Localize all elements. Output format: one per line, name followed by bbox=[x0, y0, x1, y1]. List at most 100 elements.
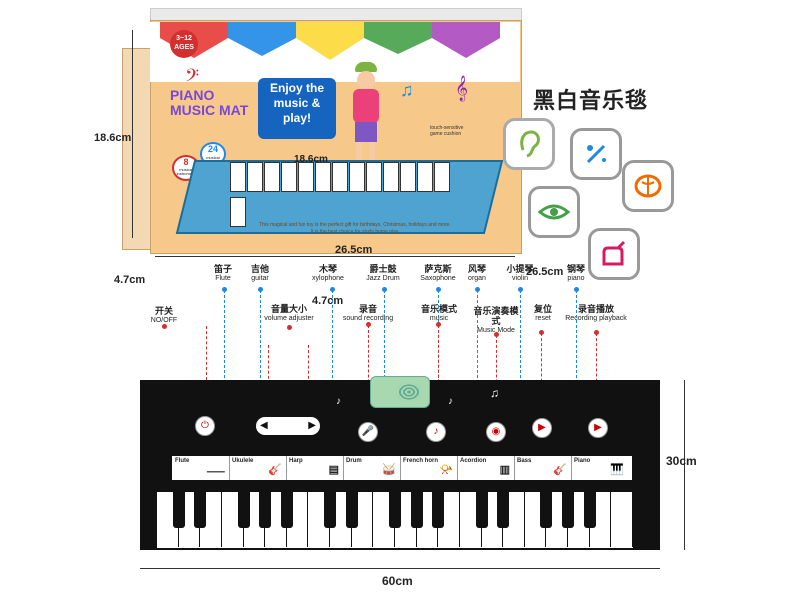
dim-mat-height: 30cm bbox=[666, 454, 697, 468]
box-bottom-text: This magical and fun toy is the perfect … bbox=[235, 222, 475, 236]
piano-icon: 🎹 bbox=[610, 464, 624, 476]
ukulele-icon: 🎸 bbox=[268, 464, 282, 476]
black-key[interactable] bbox=[237, 492, 250, 528]
feature-hand bbox=[588, 228, 640, 280]
keyboard bbox=[157, 492, 633, 548]
instr-count: 8 bbox=[183, 157, 189, 167]
flute-icon: ⸺ bbox=[206, 466, 225, 478]
music-clef-icon-2: 𝄞 bbox=[455, 75, 469, 100]
instrument-bar: Flute⸺ Ukulele🎸 Harp▤ Drum🥁 French horn📯… bbox=[172, 456, 632, 480]
hand-icon bbox=[602, 240, 626, 266]
music-note-icon: ♫ bbox=[490, 386, 499, 400]
tool-french-horn[interactable]: French horn📯 bbox=[400, 456, 458, 480]
dim-line-box-width bbox=[155, 256, 515, 257]
box-title: PIANO MUSIC MAT bbox=[170, 88, 248, 118]
black-key[interactable] bbox=[540, 492, 553, 528]
dim-box-depth: 4.7cm bbox=[114, 274, 146, 286]
ear-icon bbox=[520, 130, 540, 158]
tool-harp[interactable]: Harp▤ bbox=[286, 456, 344, 480]
keys-count: 24 bbox=[207, 144, 218, 154]
black-key[interactable] bbox=[432, 492, 445, 528]
black-key[interactable] bbox=[280, 492, 293, 528]
horn-icon: 📯 bbox=[439, 464, 453, 476]
age-text: 3~12 AGES bbox=[174, 35, 194, 51]
box-side-panel bbox=[122, 48, 154, 250]
black-key[interactable] bbox=[497, 492, 510, 528]
tool-bass[interactable]: Bass🎸 bbox=[514, 456, 572, 480]
music-mode-button[interactable]: ♪ bbox=[426, 422, 446, 442]
black-key[interactable] bbox=[562, 492, 575, 528]
magic-wand-icon bbox=[586, 144, 606, 164]
age-badge: 3~12 AGES bbox=[170, 30, 198, 58]
volume-down-icon[interactable]: ◀ bbox=[260, 420, 268, 431]
dim-mat-width: 60cm bbox=[382, 574, 413, 588]
black-key[interactable] bbox=[172, 492, 185, 528]
box-bottom-line2: It is the best choice for study home pla… bbox=[310, 229, 400, 235]
dim-line-mat-width bbox=[140, 568, 660, 569]
dim-line-mat-height bbox=[684, 380, 685, 550]
box-title-line2: MUSIC MAT bbox=[170, 102, 249, 118]
music-note-icon: ♪ bbox=[448, 396, 453, 407]
dim-line-box-height bbox=[132, 30, 133, 238]
dim-right-depth: 4.7cm bbox=[312, 295, 344, 307]
tool-piano[interactable]: Piano🎹 bbox=[574, 458, 624, 476]
reset-button[interactable]: ▶ bbox=[532, 418, 552, 438]
speaker-module bbox=[370, 376, 430, 408]
play-mode-button[interactable]: ◉ bbox=[486, 422, 506, 442]
black-key[interactable] bbox=[583, 492, 596, 528]
box-bottom-line1: This magical and fun toy is the perfect … bbox=[259, 222, 451, 228]
instr-text: musical instrument bbox=[176, 167, 196, 176]
dim-right-width: 26.5cm bbox=[526, 266, 564, 278]
child-image bbox=[345, 62, 385, 162]
black-key[interactable] bbox=[389, 492, 401, 528]
feature-brain bbox=[622, 160, 674, 212]
music-clef-icon: 𝄢 bbox=[185, 65, 200, 90]
music-note-icon: ♪ bbox=[336, 396, 341, 407]
drum-icon: 🥁 bbox=[382, 464, 396, 476]
volume-slider[interactable]: ◀ ▶ bbox=[256, 417, 320, 435]
feature-eye bbox=[528, 186, 580, 238]
tool-drum[interactable]: Drum🥁 bbox=[343, 456, 401, 480]
box-paint-splash bbox=[150, 22, 520, 82]
dim-mat-on-box: 18.6cm bbox=[294, 154, 328, 165]
playback-button[interactable]: ▶ bbox=[588, 418, 608, 438]
black-key[interactable] bbox=[475, 492, 488, 528]
black-key[interactable] bbox=[324, 492, 337, 528]
black-key[interactable] bbox=[410, 492, 423, 528]
eye-icon bbox=[537, 204, 571, 220]
box-title-line1: PIANO bbox=[170, 87, 215, 103]
power-button[interactable]: ⏻ bbox=[195, 416, 215, 436]
tool-flute[interactable]: Flute⸺ bbox=[172, 456, 230, 480]
music-note-icon: ♫ bbox=[400, 80, 414, 100]
accordion-icon: ▥ bbox=[499, 464, 510, 476]
dim-box-height: 18.6cm bbox=[94, 132, 132, 144]
black-key[interactable] bbox=[194, 492, 207, 528]
brain-icon bbox=[634, 174, 662, 198]
record-button[interactable]: 🎤 bbox=[358, 422, 378, 442]
page-title: 黑白音乐毯 bbox=[533, 88, 649, 113]
white-key[interactable] bbox=[611, 492, 633, 547]
volume-up-icon[interactable]: ▶ bbox=[308, 420, 316, 431]
harp-icon: ▤ bbox=[328, 464, 339, 476]
black-key[interactable] bbox=[345, 492, 358, 528]
bass-icon: 🎸 bbox=[553, 464, 567, 476]
black-key[interactable] bbox=[259, 492, 272, 528]
feature-magic bbox=[570, 128, 622, 180]
tool-ukulele[interactable]: Ukulele🎸 bbox=[229, 456, 287, 480]
enjoy-badge: Enjoy the music & play! bbox=[258, 78, 336, 139]
tool-accordion[interactable]: Acordion▥ bbox=[457, 456, 515, 480]
touch-note: touch-sensitive game cushion bbox=[430, 125, 464, 137]
feature-ear bbox=[503, 118, 555, 170]
